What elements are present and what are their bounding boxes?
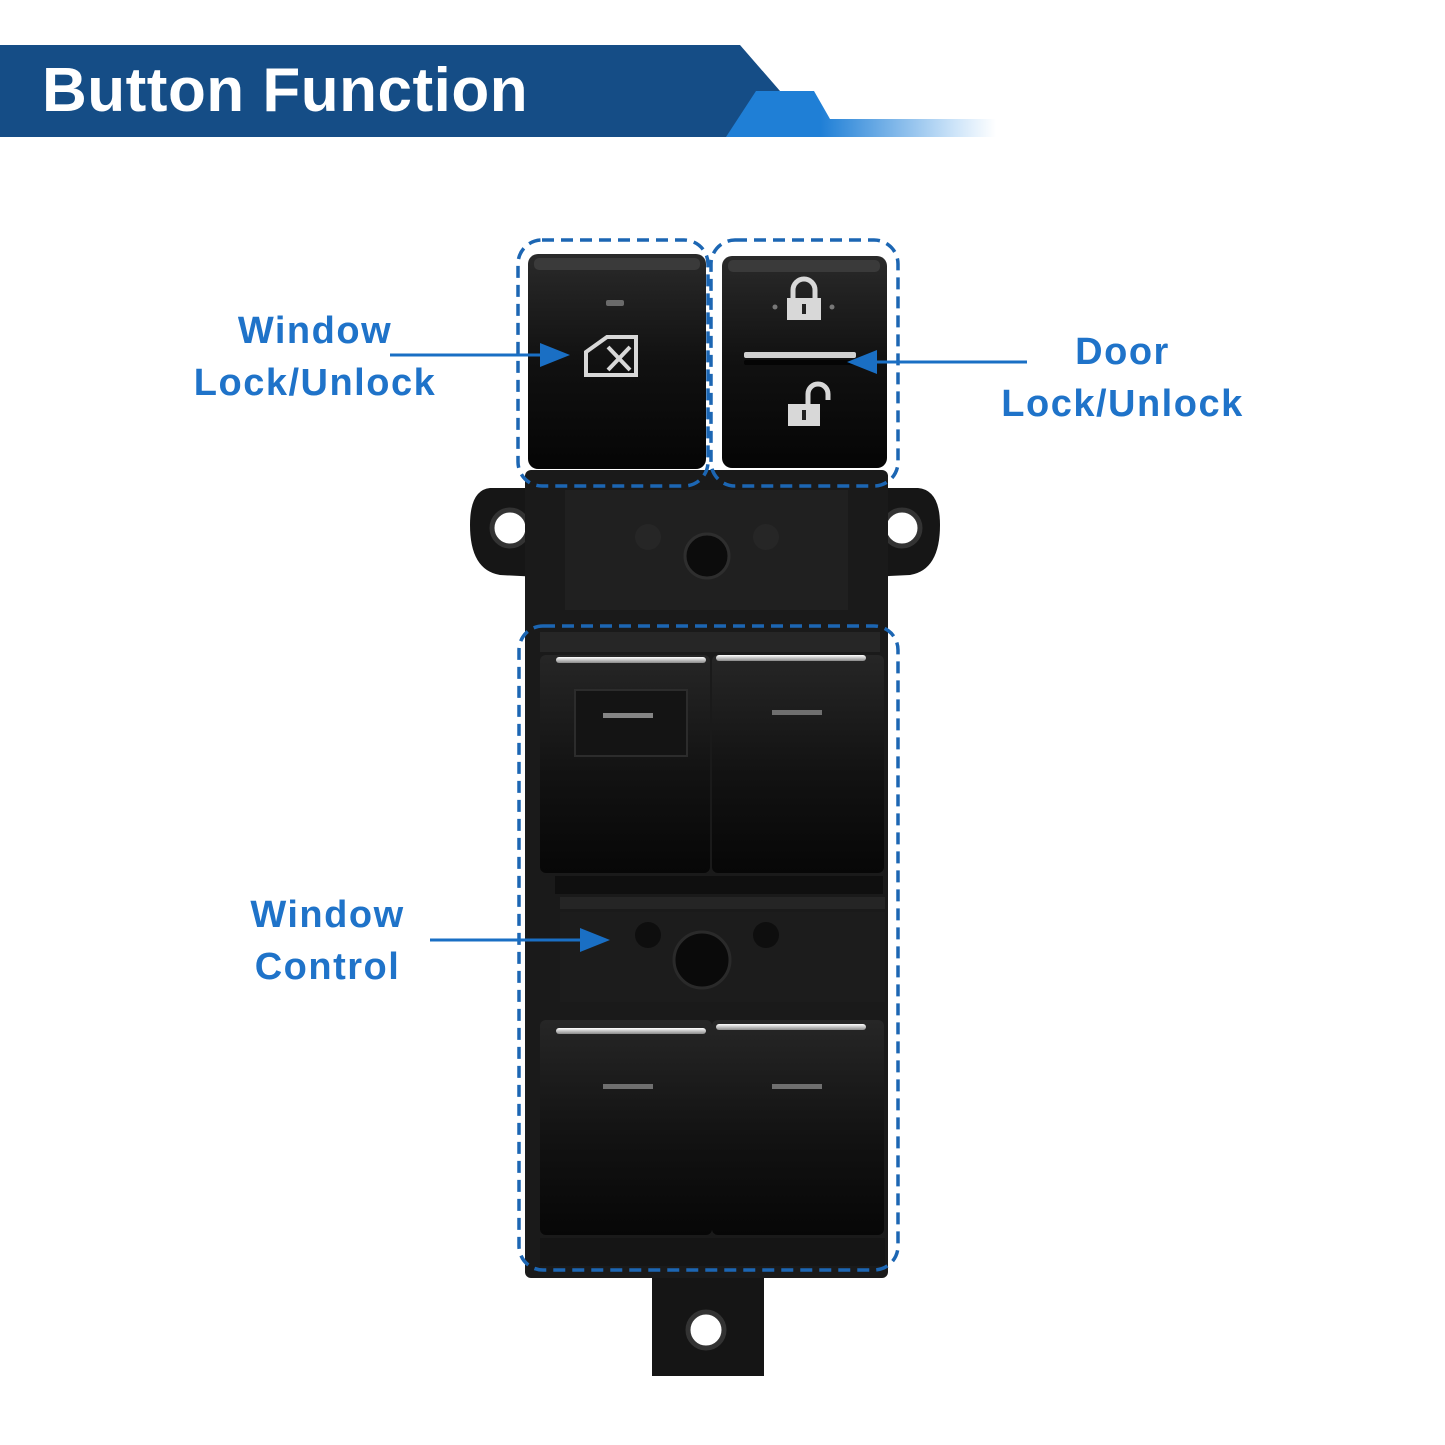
door-lock-label-line2: Lock/Unlock xyxy=(1001,383,1244,425)
door-lock-label: Door Lock/Unlock xyxy=(985,326,1260,430)
window-lock-highlight xyxy=(516,238,710,488)
door-lock-button[interactable] xyxy=(722,256,887,468)
door-lock-arrow xyxy=(847,350,1027,374)
window-lock-icon xyxy=(584,335,638,377)
window-switch-front-left[interactable] xyxy=(540,655,710,873)
window-control-label-line1: Window xyxy=(250,894,405,936)
window-switch-rear-left[interactable] xyxy=(540,1020,712,1235)
window-lock-label-line2: Lock/Unlock xyxy=(193,362,437,404)
title-banner xyxy=(0,45,780,137)
window-switch-front-right[interactable] xyxy=(712,655,884,873)
door-lock-label-line1: Door xyxy=(1075,331,1170,373)
window-control-label-line2: Control xyxy=(254,946,401,988)
page-title: Button Function xyxy=(42,56,529,125)
window-lock-arrow xyxy=(390,343,570,367)
window-lock-label: Window Lock/Unlock xyxy=(180,305,450,409)
window-lock-button[interactable] xyxy=(528,254,706,469)
window-lock-label-line1: Window xyxy=(237,310,393,352)
bottom-mount-tab xyxy=(652,1268,764,1376)
center-screw-upper xyxy=(683,532,731,580)
unlock-icon xyxy=(788,381,831,426)
window-control-label: Window Control xyxy=(225,889,430,993)
center-screw-lower xyxy=(672,930,732,990)
window-switch-rear-right[interactable] xyxy=(712,1020,884,1235)
window-control-highlight xyxy=(517,624,900,1272)
lock-icon xyxy=(787,276,821,320)
window-control-arrow xyxy=(430,928,610,952)
